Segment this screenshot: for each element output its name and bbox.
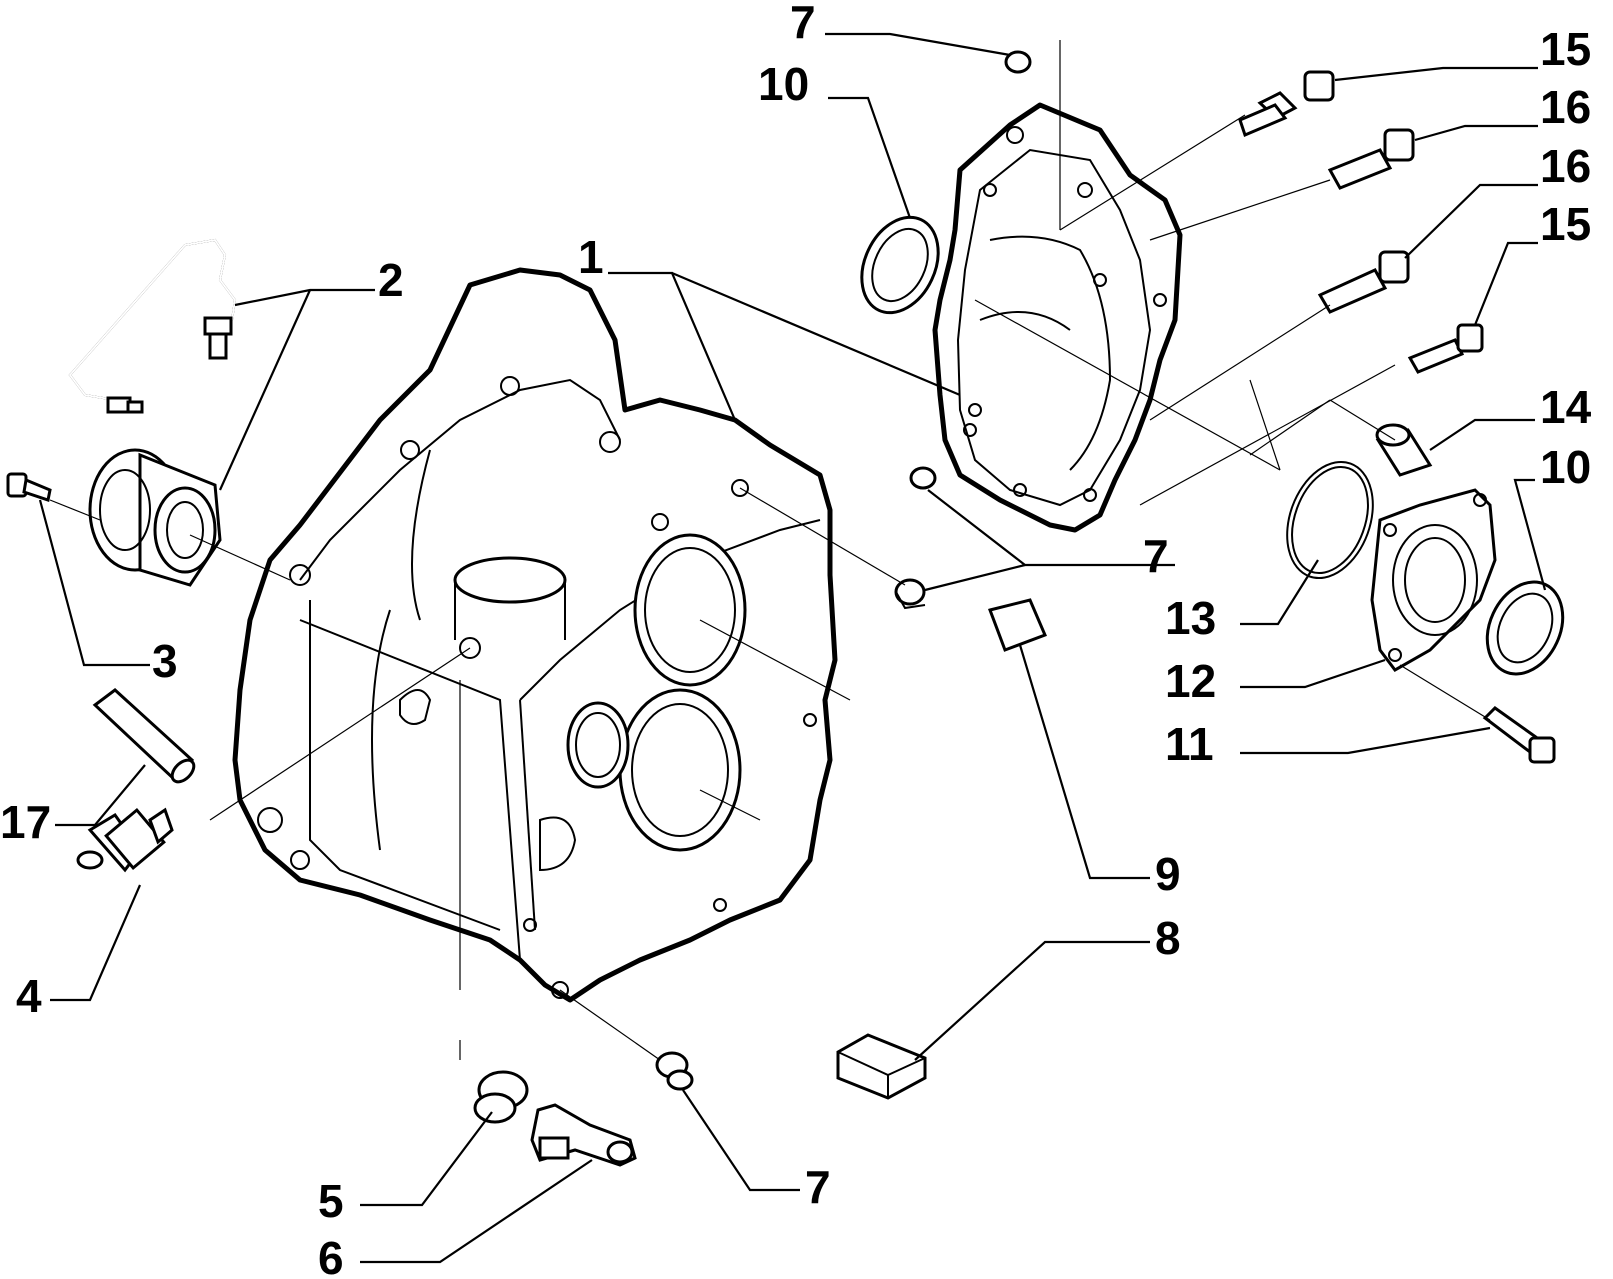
callout-15-lower: 15 bbox=[1540, 198, 1591, 250]
gearbox-housing bbox=[232, 267, 838, 1003]
callout-17: 17 bbox=[0, 796, 51, 848]
sensor-4 bbox=[76, 807, 174, 873]
bolt-16-lower bbox=[1317, 250, 1410, 314]
plug-5 bbox=[473, 1070, 529, 1124]
concentric-slave-cylinder bbox=[88, 448, 222, 587]
callout-15-top: 15 bbox=[1540, 23, 1591, 75]
callout-8: 8 bbox=[1155, 912, 1181, 964]
callout-7-bottom: 7 bbox=[805, 1161, 831, 1213]
bolt-15-top bbox=[1238, 70, 1335, 138]
callout-16-upper: 16 bbox=[1540, 81, 1591, 133]
callout-9: 9 bbox=[1155, 848, 1181, 900]
pad-8 bbox=[836, 1033, 927, 1100]
callout-16-lower: 16 bbox=[1540, 140, 1591, 192]
rear-cover bbox=[932, 102, 1183, 533]
callout-5: 5 bbox=[318, 1175, 344, 1227]
dowel-7-mid bbox=[909, 466, 937, 490]
oil-seal-10-right bbox=[1485, 580, 1565, 676]
callout-7-right: 7 bbox=[1143, 530, 1169, 582]
bolt-16-upper bbox=[1327, 128, 1415, 190]
callout-7-top: 7 bbox=[790, 0, 816, 48]
speed-sensor-6 bbox=[530, 1103, 637, 1167]
clutch-hydraulic-pipe bbox=[68, 238, 237, 414]
callout-14: 14 bbox=[1540, 381, 1592, 433]
assembly-axis-lines bbox=[49, 40, 1491, 1061]
callout-4: 4 bbox=[16, 970, 42, 1022]
bolt-15-lower bbox=[1407, 323, 1484, 374]
callout-1: 1 bbox=[578, 231, 604, 283]
dowel-7-bottom bbox=[655, 1051, 694, 1091]
bolt-3 bbox=[6, 472, 52, 502]
callout-3: 3 bbox=[152, 635, 178, 687]
callout-11: 11 bbox=[1165, 718, 1214, 770]
callout-10-right: 10 bbox=[1540, 441, 1591, 493]
dowel-7-top bbox=[1004, 50, 1032, 74]
callout-10-top: 10 bbox=[758, 58, 809, 110]
callout-13: 13 bbox=[1165, 592, 1216, 644]
bearing-flange-12 bbox=[1370, 488, 1497, 672]
callout-2: 2 bbox=[378, 254, 404, 306]
oil-seal-10-top bbox=[860, 215, 940, 315]
dowel-7-side bbox=[894, 578, 926, 610]
o-ring-13 bbox=[1286, 460, 1374, 580]
bolt-11 bbox=[1482, 706, 1556, 764]
bush-14 bbox=[1375, 423, 1433, 477]
callout-12: 12 bbox=[1165, 655, 1216, 707]
callout-6: 6 bbox=[318, 1232, 344, 1279]
leader-lines bbox=[38, 32, 1547, 1264]
plate-9 bbox=[988, 598, 1047, 652]
stud-17 bbox=[92, 688, 196, 784]
